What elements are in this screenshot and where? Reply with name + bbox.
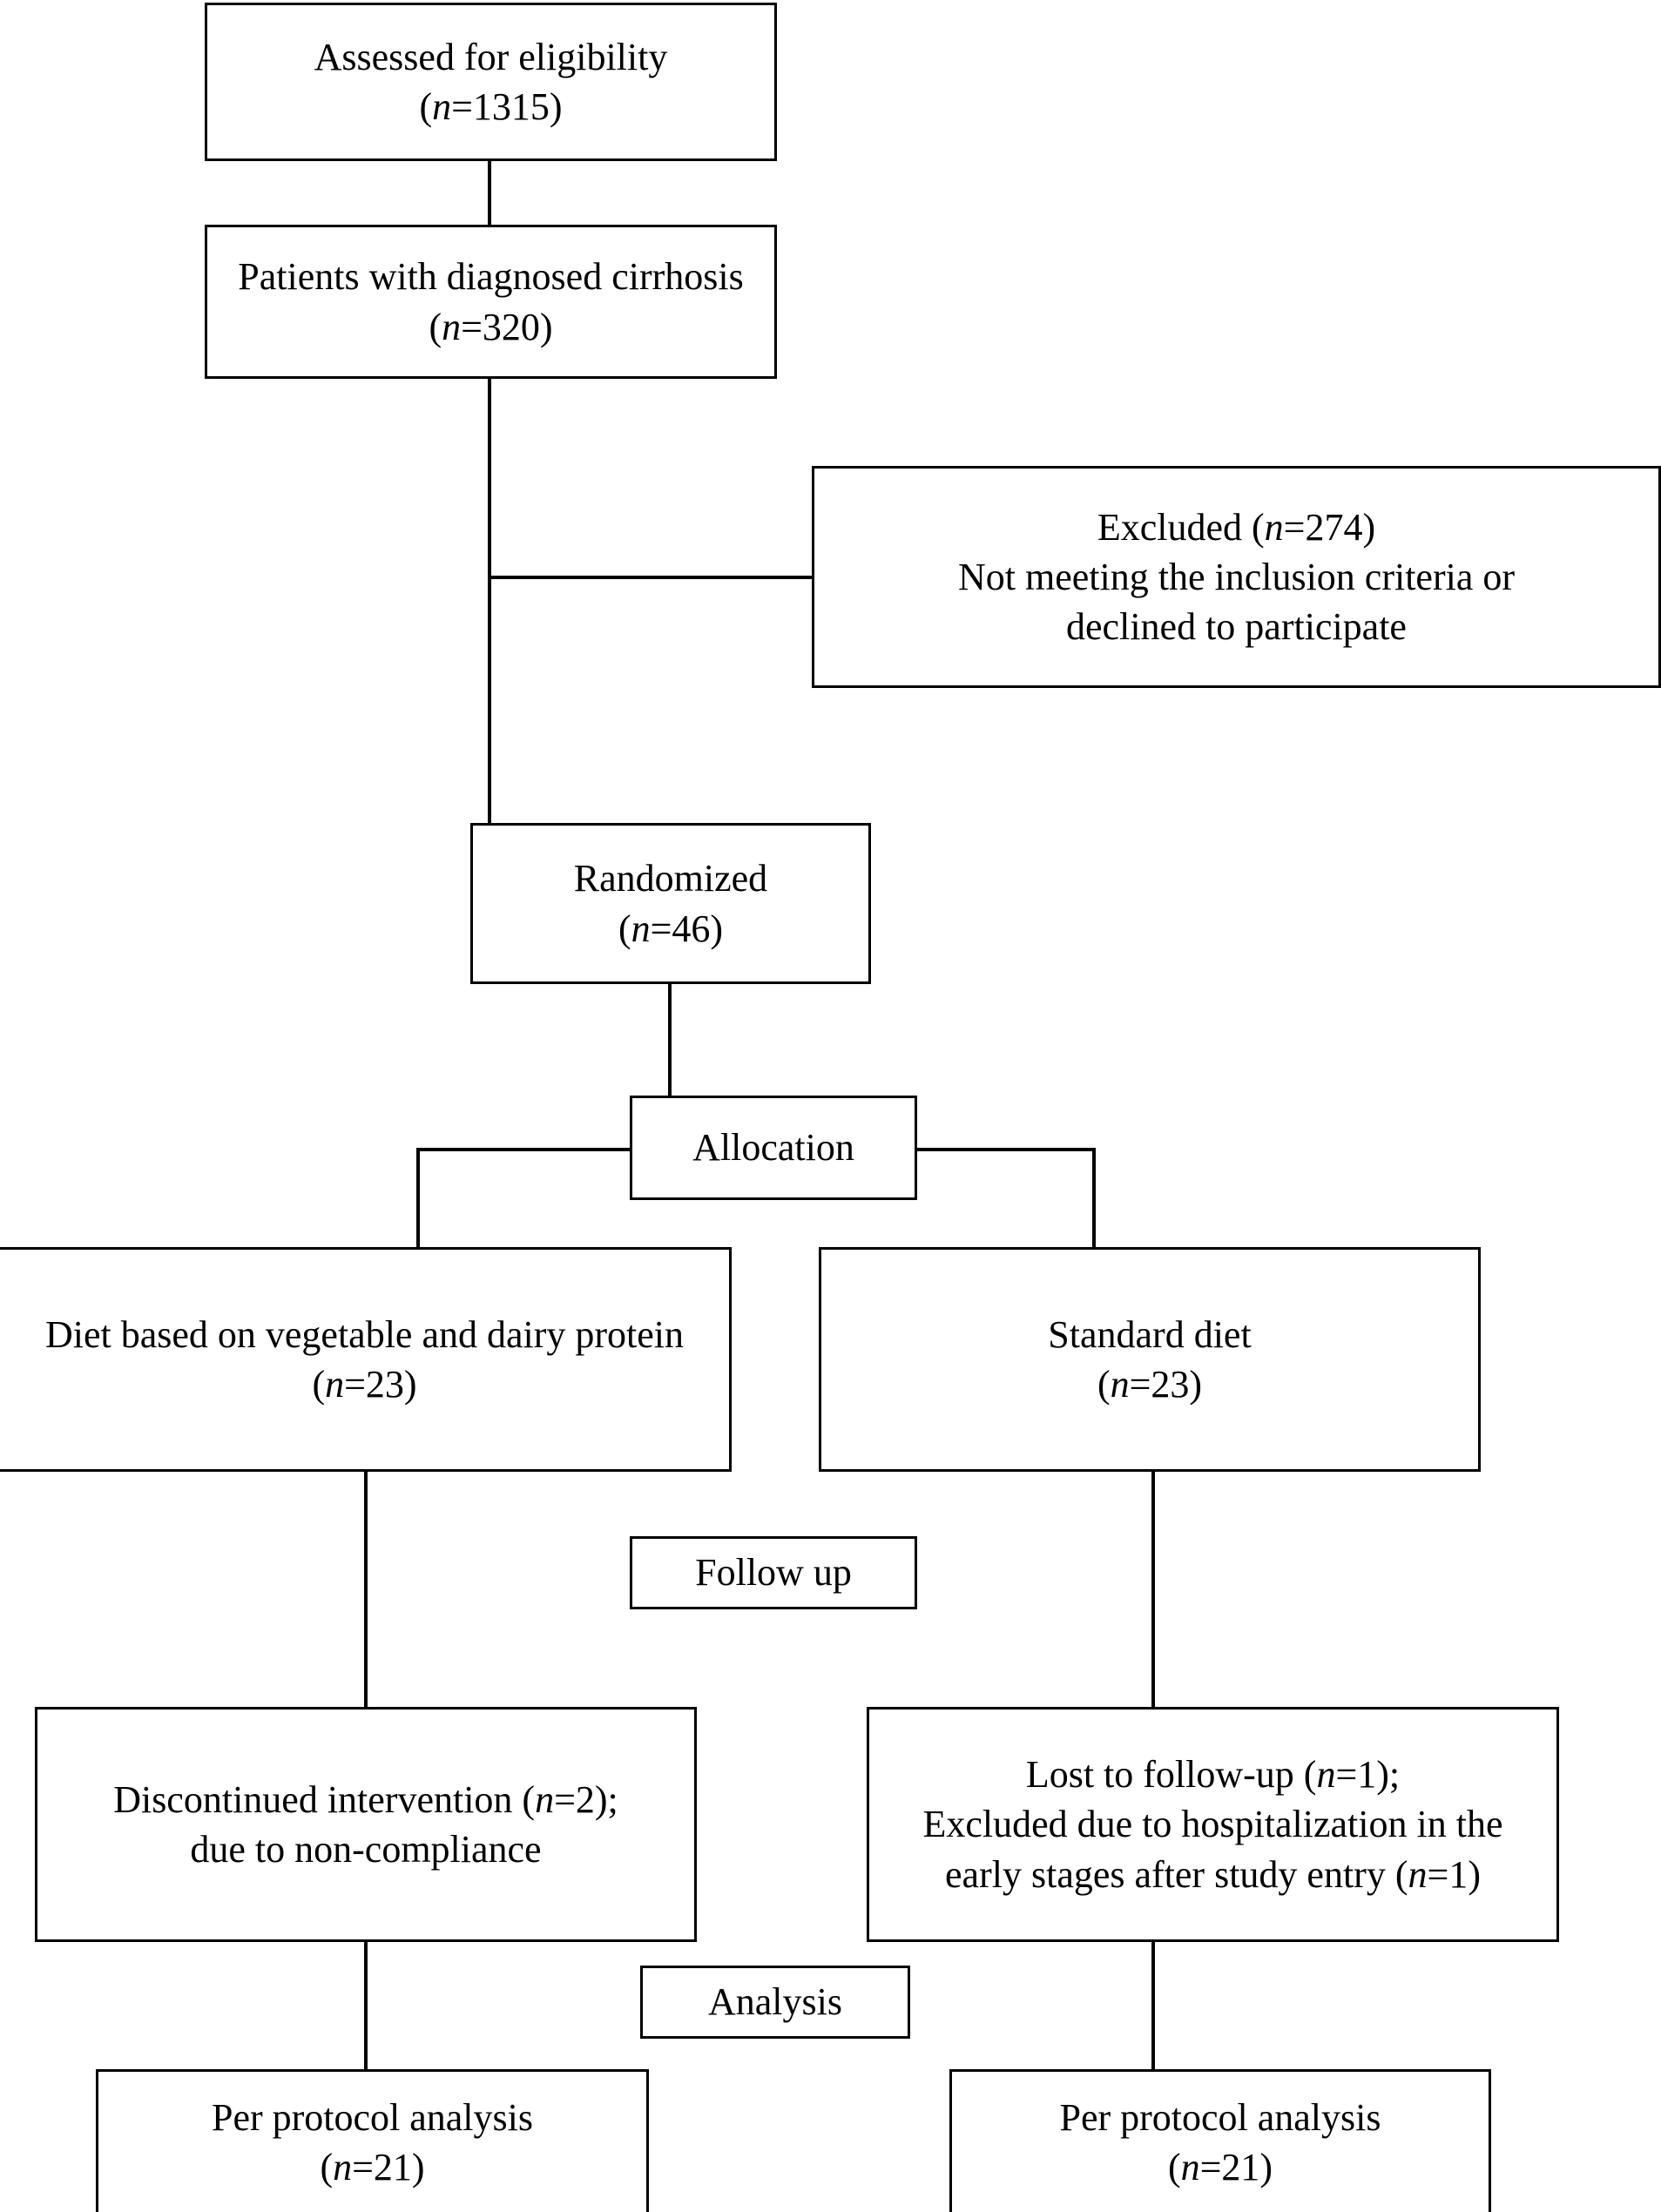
connector-diagnosed-to-randomized [488,377,491,826]
connector-control-arm-to-lost [1151,1470,1155,1707]
connector-lost-to-per-protocol-right [1151,1940,1155,2069]
connector-allocation-left-vertical [416,1148,420,1249]
diagnosed-count: (n=320) [429,305,553,348]
pp-left-count: (n=21) [320,2146,425,2188]
connector-discontinued-to-per-protocol-left [364,1940,368,2069]
n-italic: n [333,2146,353,2188]
n-italic: n [1408,1852,1428,1896]
connector-allocation-left-horizontal [416,1148,631,1151]
pp-right-count: (n=21) [1167,2146,1273,2188]
allocation-stage-label-box: Allocation [630,1096,917,1200]
allocation-label: Allocation [692,1126,854,1170]
excluded-line-3: declined to participate [1066,605,1407,649]
follow-up-label: Follow up [695,1551,852,1595]
analysis-stage-label-box: Analysis [640,1966,910,2039]
diagnosed-line-1: Patients with diagnosed cirrhosis [238,255,744,299]
n-italic: n [432,85,452,128]
lost-line-2: Excluded due to hospitalization in the [922,1803,1503,1846]
control-arm-count: (n=23) [1097,1363,1203,1406]
randomized-box: Randomized (n=46) [470,823,871,984]
n-italic: n [535,1777,555,1821]
n-italic: n [325,1363,345,1406]
discontinued-line-2: due to non-compliance [190,1828,542,1871]
intervention-arm-box: Diet based on vegetable and dairy protei… [0,1247,732,1472]
lost-line-3: early stages after study entry (n=1) [945,1852,1481,1896]
n-italic: n [442,305,462,348]
connector-intervention-arm-to-discontinued [364,1470,368,1707]
intervention-arm-count: (n=23) [312,1363,417,1406]
lost-line-1: Lost to follow-up (n=1); [1025,1753,1401,1797]
excluded-line-1: Excluded (n=274) [1097,505,1376,549]
control-arm-line-1: Standard diet [1048,1312,1252,1356]
discontinued-line-1: Discontinued intervention (n=2); [113,1777,618,1821]
randomized-line-1: Randomized [573,857,768,900]
follow-up-stage-label-box: Follow up [630,1536,917,1609]
pp-left-line-1: Per protocol analysis [211,2095,534,2139]
connector-allocation-right-vertical [1092,1148,1096,1249]
randomized-count: (n=46) [618,907,724,950]
control-arm-box: Standard diet (n=23) [819,1247,1481,1472]
connector-allocation-right-horizontal [915,1148,1096,1151]
assessed-line-1: Assessed for eligibility [314,35,668,78]
n-italic: n [1316,1753,1336,1797]
n-italic: n [1110,1363,1130,1406]
analysis-label: Analysis [708,1980,842,2024]
per-protocol-analysis-control-box: Per protocol analysis (n=21) [949,2069,1491,2212]
n-italic: n [1180,2146,1200,2188]
per-protocol-analysis-intervention-box: Per protocol analysis (n=21) [96,2069,649,2212]
lost-to-follow-up-box: Lost to follow-up (n=1); Excluded due to… [867,1707,1559,1942]
excluded-line-2: Not meeting the inclusion criteria or [957,555,1516,598]
pp-right-line-1: Per protocol analysis [1059,2095,1381,2139]
n-italic: n [631,907,651,950]
n-italic: n [1264,505,1284,549]
connector-trunk-to-excluded [488,576,814,579]
excluded-box: Excluded (n=274) Not meeting the inclusi… [812,466,1661,688]
assessed-count: (n=1315) [419,85,563,128]
connector-randomized-to-allocation [668,982,672,1097]
intervention-arm-line-1: Diet based on vegetable and dairy protei… [44,1312,685,1356]
patients-with-diagnosed-cirrhosis-box: Patients with diagnosed cirrhosis (n=320… [205,225,777,379]
connector-assessed-to-diagnosed [488,159,491,227]
assessed-for-eligibility-box: Assessed for eligibility (n=1315) [205,3,777,161]
discontinued-intervention-box: Discontinued intervention (n=2); due to … [35,1707,697,1942]
